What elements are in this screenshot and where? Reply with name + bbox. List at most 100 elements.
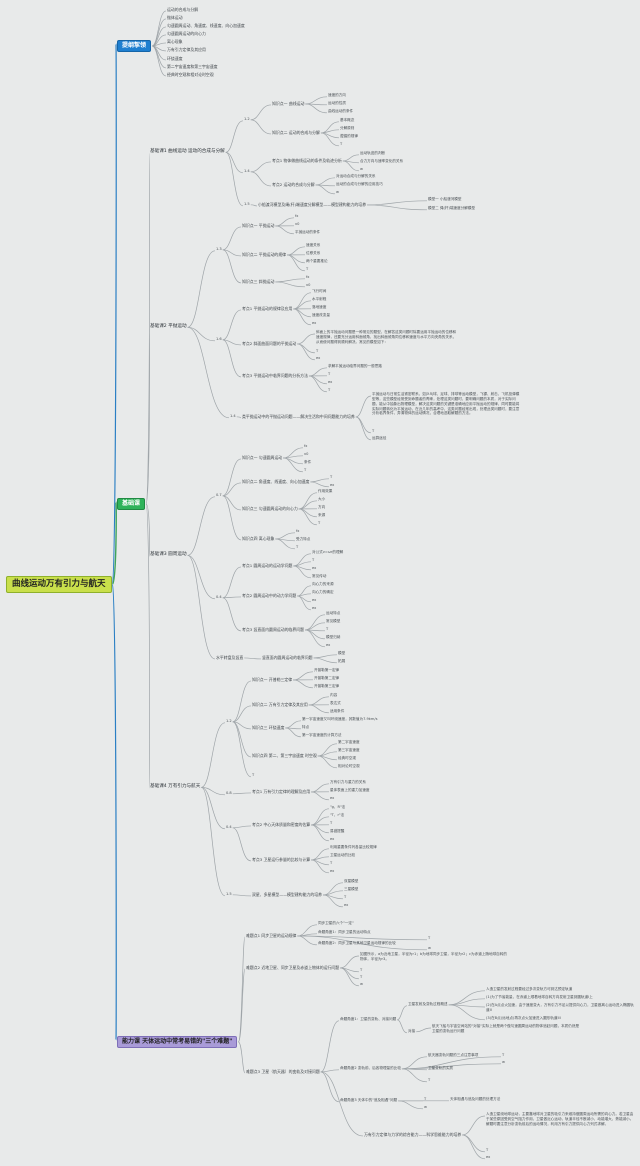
leaf[interactable]: "g、R"法 <box>330 805 346 809</box>
leaf[interactable]: ex <box>312 321 317 325</box>
outline-item[interactable]: 匀速圆周运动、角速度、线速度、向心加速度 <box>167 23 245 28</box>
knowledge-point[interactable]: 知识点一 匀速圆周运动 <box>242 455 283 460</box>
leaf[interactable]: 星体表面上的重力加速度 <box>330 788 370 792</box>
exam-point[interactable]: 考点3 竖直面内圆周运动的临界问题 <box>242 627 305 632</box>
leaf[interactable]: 开普勒第三定律 <box>314 684 340 688</box>
model-topic[interactable]: 水平转盘及竖直 <box>216 655 244 660</box>
leaf[interactable]: (2)在A点点火加速，由于速度变大，万有引力不足以提供向心力，卫星做离心运动进入… <box>486 1003 634 1012</box>
model-topic[interactable]: 类平抛运动中的平抛运动问题——解决生活和中间问题能力的培养 <box>242 414 355 419</box>
leaf[interactable]: 模型归纳 <box>326 635 341 639</box>
root-topic[interactable]: 曲线运动万有引力与航天 <box>6 576 112 593</box>
leaf[interactable]: v0 <box>306 283 311 287</box>
leaf[interactable]: 命题角度1：同步卫星的运动特点 <box>318 930 371 934</box>
angle-topic[interactable]: 命题角度3 天体中的"追及相遇"问题 <box>340 1098 398 1102</box>
leaf[interactable]: 命题角度2：同步卫星与其他卫星运动规律的比较 <box>318 941 396 945</box>
knowledge-point[interactable]: 知识点一 开普勒三定律 <box>252 677 293 682</box>
leaf[interactable]: T <box>344 895 347 899</box>
leaf[interactable]: 遵循的规律 <box>340 134 358 138</box>
leaf[interactable]: 条件 <box>304 460 312 464</box>
outline-item[interactable]: 第二宇宙速度和第三宇宙速度 <box>167 64 218 69</box>
leaf[interactable]: T <box>428 1078 431 1082</box>
knowledge-point[interactable]: 知识点一 平抛运动 <box>242 223 275 228</box>
leaf[interactable]: 特点 <box>302 725 310 729</box>
knowledge-point[interactable]: 知识点三 匀速圆周运动的向心力 <box>242 506 298 511</box>
exam-point[interactable]: 考点1 万有引力定律的理解及应用 <box>252 789 311 794</box>
section-curved-motion[interactable]: 基础课1 曲线运动 运动的合成与分解 <box>150 149 225 154</box>
leaf[interactable]: 速度改变量 <box>312 313 330 317</box>
leaf[interactable]: 向心力的来源 <box>312 582 334 586</box>
knowledge-point[interactable]: 知识点三 环绕速度 <box>252 725 285 730</box>
outline-item[interactable]: 万有引力定律及其应用 <box>167 47 206 52</box>
leaf[interactable]: 人造卫星的发射过程要经过多次变轨方可到达预定轨道 <box>486 987 573 991</box>
leaf[interactable]: T <box>486 1148 489 1152</box>
leaf[interactable]: T <box>296 545 299 549</box>
leaf[interactable]: 常见模型 <box>326 619 341 623</box>
leaf[interactable]: fx <box>304 444 308 448</box>
leaf[interactable]: ex <box>344 903 349 907</box>
leaf[interactable]: 作用效果 <box>318 489 333 493</box>
leaf[interactable]: 卫星运动的比较 <box>330 853 356 857</box>
leaf[interactable]: w <box>502 1060 505 1064</box>
outline-item[interactable]: 环绕速度 <box>167 56 183 61</box>
leaf[interactable]: 分解原则 <box>340 126 355 130</box>
leaf[interactable]: 位移关系 <box>306 251 321 255</box>
leaf[interactable]: 第三宇宙速度 <box>338 748 360 752</box>
knowledge-point[interactable]: 知识点一 曲线运动 <box>272 101 305 106</box>
exam-point[interactable]: 考点2 中心天体质量和密度的估算 <box>252 822 311 827</box>
leaf[interactable]: 合力方向与速率变化的关系 <box>360 159 404 163</box>
section-circular[interactable]: 基础课3 圆周运动 <box>150 552 187 557</box>
leaf[interactable]: 运动特点 <box>326 611 341 615</box>
leaf[interactable]: 常见传动 <box>312 574 327 578</box>
leaf[interactable]: 两个重要推论 <box>306 259 328 263</box>
leaf[interactable]: fx <box>296 529 300 533</box>
leaf[interactable]: 天体相遇与追及问题的处理方法 <box>450 1097 501 1101</box>
leaf[interactable]: 三星模型 <box>344 887 359 891</box>
leaf[interactable]: 对公式v=ωr的理解 <box>312 550 344 554</box>
exam-point[interactable]: 考点3 卫星运行参量的比较与计算 <box>252 857 311 862</box>
outline-item[interactable]: 匀速圆周运动的向心力 <box>167 31 206 36</box>
leaf[interactable]: 适用条件 <box>330 709 345 713</box>
leaf[interactable]: 对接 <box>408 1029 416 1033</box>
leaf[interactable]: 第一宇宙速度又叫环绕速度，其数值为7.9km/s <box>302 717 378 721</box>
outline-item[interactable]: 经典时空观和相对论时空观 <box>167 72 214 77</box>
leaf[interactable]: ex <box>316 356 321 360</box>
leaf[interactable]: w <box>360 167 363 171</box>
leaf[interactable]: 内容 <box>330 693 338 697</box>
knowledge-point[interactable]: 知识点二 运动的合成与分解 <box>272 130 320 135</box>
leaf[interactable]: ex <box>312 566 317 570</box>
leaf[interactable]: 对运动合成与分解的关系 <box>336 174 376 178</box>
leaf[interactable]: 速度的方向 <box>328 93 346 97</box>
leaf[interactable]: 卫星发射及变轨过程概述 <box>408 1002 448 1006</box>
leaf[interactable]: v0 <box>304 452 309 456</box>
leaf[interactable]: fx <box>306 275 310 279</box>
leaf[interactable]: w <box>424 1105 427 1109</box>
knowledge-point[interactable]: 知识点四 第二、第三宇宙速度 时空观 <box>252 753 317 758</box>
leaf[interactable]: T <box>306 267 309 271</box>
branch-basic[interactable]: 基础课 <box>117 498 146 510</box>
leaf[interactable]: 卫星变轨的实质 <box>428 1066 454 1070</box>
leaf[interactable]: "T、r"法 <box>330 813 345 817</box>
leaf[interactable]: w <box>360 982 363 986</box>
leaf[interactable]: T <box>360 975 363 979</box>
outline-item[interactable]: 抛体运动 <box>167 15 183 20</box>
knowledge-point[interactable]: 知识点二 平抛运动的规律 <box>242 252 287 257</box>
leaf[interactable]: 运动的合成与分解的应用技巧 <box>336 182 383 186</box>
leaf[interactable]: (3)在B点(远地点)再次点火加速进入圆形轨道III <box>486 1016 561 1020</box>
leaf[interactable]: 水平射程 <box>312 297 327 301</box>
leaf[interactable]: T <box>424 1097 427 1101</box>
angle-topic[interactable]: 命题角度1：卫星的变轨、对接问题 <box>340 1017 397 1021</box>
exam-point[interactable]: 考点3 平抛运动中临界问题的分析方法 <box>242 373 308 378</box>
leaf[interactable]: 开普勒第二定律 <box>314 676 340 680</box>
model-topic-2[interactable]: 竖直面内圆周运动的临界问题 <box>262 655 313 660</box>
leaf[interactable]: 大小 <box>318 497 326 501</box>
leaf[interactable]: 运动的性质 <box>328 101 346 105</box>
exam-point[interactable]: 考点1 平抛运动的规律及应用 <box>242 306 293 311</box>
leaf[interactable]: 曲线运动的条件 <box>328 109 354 113</box>
branch-outline[interactable]: 提纲挈领 <box>117 40 152 52</box>
model-topic[interactable]: 双星、多星模型——模型建构能力的培养 <box>252 892 323 897</box>
leaf[interactable]: 航天器变轨问题的三点注意事项 <box>428 1053 479 1057</box>
leaf[interactable]: ex <box>330 837 335 841</box>
leaf[interactable]: v0 <box>295 222 300 226</box>
knowledge-point[interactable]: 知识点三 斜抛运动 <box>242 279 275 284</box>
model-topic[interactable]: 小船渡河模型及绳(杆)端速度分解模型——模型建构能力的培养 <box>258 202 367 207</box>
